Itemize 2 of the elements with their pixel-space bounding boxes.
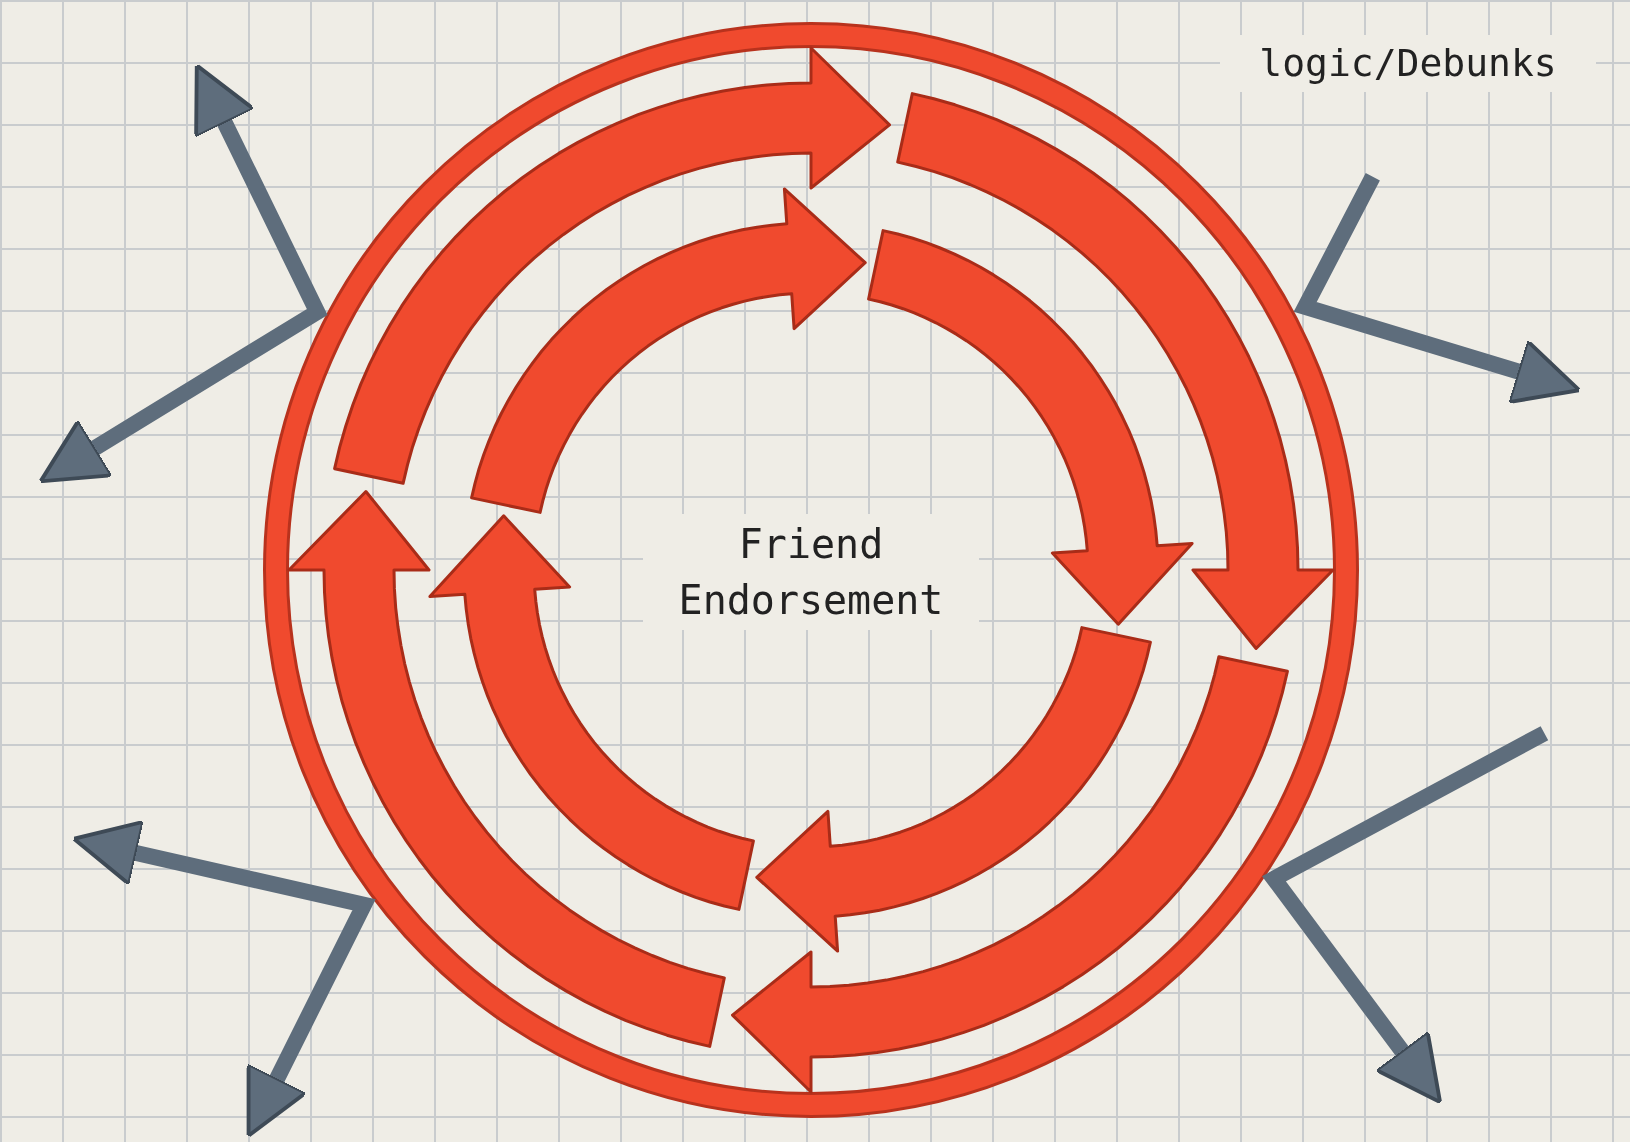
center-label: Friend Endorsement	[643, 514, 979, 630]
annotation-text: logic/Debunks	[1220, 34, 1596, 92]
